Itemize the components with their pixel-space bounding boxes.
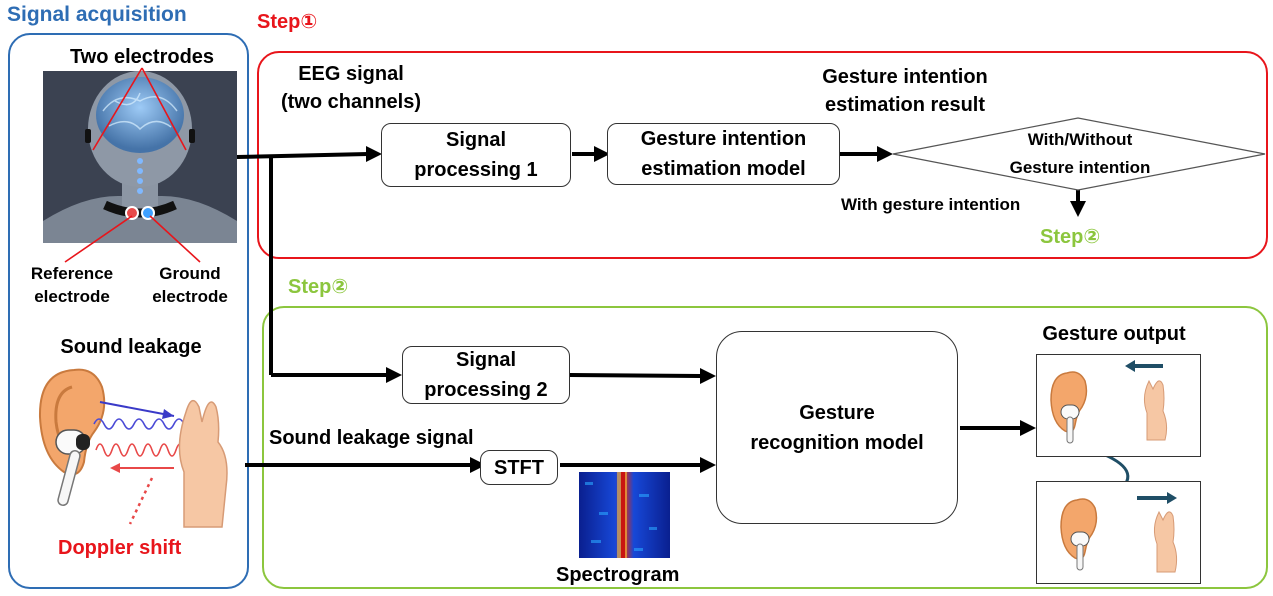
sound-leakage-label: Sound leakage (60, 336, 202, 358)
spectrogram-image (579, 472, 670, 558)
gesture-output-image-1 (1036, 354, 1201, 457)
reference-electrode-label: Reference electrode (30, 264, 114, 306)
stft-text: STFT (494, 456, 544, 479)
decision-text: With/Without Gesture intention (1009, 130, 1151, 177)
gesture-recognition-model-text: Gesture recognition model (750, 401, 924, 454)
spectrogram-label: Spectrogram (556, 564, 680, 586)
eeg-signal-label: EEG signal (two channels) (280, 63, 421, 113)
stft-box: STFT (480, 450, 558, 485)
estimation-model-text: Gesture intention estimation model (640, 128, 807, 180)
signal-processing-1-box: Signal processing 1 (381, 123, 571, 187)
signal-processing-1-text: Signal processing 1 (414, 129, 538, 181)
gesture-intention-estimation-model-box: Gesture intention estimation model (607, 123, 840, 185)
goto-step2-tag: Step② (1040, 226, 1101, 248)
doppler-shift-label: Doppler shift (58, 537, 182, 559)
ear-hand-illustration (34, 362, 244, 532)
head-electrode-image (43, 71, 237, 243)
gesture-recognition-model-box: Gesture recognition model (716, 331, 958, 524)
estimation-result-label: Gesture intention estimation result (822, 66, 988, 116)
step1-tag: Step① (257, 11, 318, 33)
ground-electrode-label: Ground electrode (152, 264, 228, 306)
step2-panel (262, 306, 1268, 589)
step2-tag: Step② (288, 276, 349, 298)
signal-processing-2-box: Signal processing 2 (402, 346, 570, 404)
gesture-output-image-2 (1036, 481, 1201, 584)
signal-processing-2-text: Signal processing 2 (424, 349, 548, 401)
gesture-output-label: Gesture output (1042, 323, 1186, 345)
signal-acquisition-panel (8, 33, 249, 589)
with-gesture-intention-label: With gesture intention (841, 195, 1021, 214)
sound-leakage-signal-label: Sound leakage signal (269, 427, 474, 449)
signal-acquisition-title: Signal acquisition (7, 3, 187, 26)
two-electrodes-label: Two electrodes (69, 46, 215, 68)
